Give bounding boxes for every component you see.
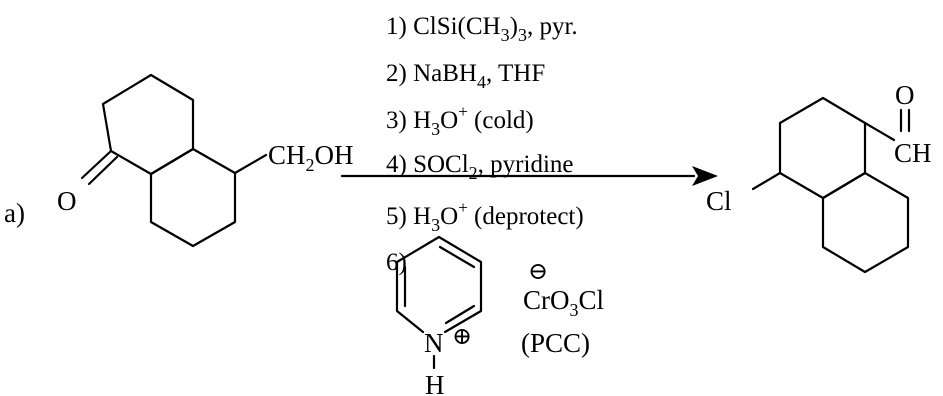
condition-step-number: 2) [386, 60, 413, 87]
pyridinium-double-bond-2 [444, 304, 476, 325]
reactant-right-ring [149, 147, 237, 248]
pyridinium-hydrogen-label: H [425, 370, 445, 396]
product-oxygen-label: O [895, 80, 915, 110]
pcc-abbreviation-label: (PCC) [521, 328, 590, 358]
reactant-oxygen-label: O [57, 186, 77, 216]
product-right-ring [821, 171, 910, 274]
product-structure: Cl O CH [706, 80, 932, 274]
condition-step-number: 5) [386, 203, 413, 230]
pcc-reagent: N ⊕ H ⊖ CrO3Cl (PCC) [395, 235, 604, 396]
condition-step-number: 1) [386, 13, 413, 40]
reactant-side-bond [233, 153, 268, 175]
product-chlorine-label: Cl [706, 186, 732, 216]
condition-step-2: 2) NaBH4, THF [386, 60, 545, 92]
product-ch-label: CH [894, 138, 932, 168]
part-label: a) [4, 198, 25, 228]
condition-step-number: 4) [386, 151, 413, 178]
reaction-arrow-head [692, 166, 718, 186]
condition-step-5: 5) H3O+ (deprotect) [386, 198, 584, 235]
product-chloro-bond [751, 171, 782, 191]
pyridinium-double-bond-1 [438, 245, 476, 269]
product-aldehyde-bond [863, 121, 896, 142]
condition-step-number: 3) [386, 107, 413, 134]
pyridinium-nitrogen-label: N [424, 328, 444, 358]
negative-charge-symbol: ⊖ [528, 259, 548, 285]
product-left-ring [778, 96, 867, 200]
reactant-carbonyl-bond-2 [87, 155, 119, 186]
chlorochromate-label: CrO3Cl [523, 285, 604, 320]
reaction-arrow [340, 166, 718, 186]
reactant-ch2oh-label: CH2OH [268, 140, 354, 175]
condition-step-1: 1) ClSi(CH3)3, pyr. [386, 13, 578, 45]
reactant-left-ring [101, 73, 195, 176]
positive-charge-symbol: ⊕ [452, 324, 472, 350]
reactant-carbonyl-bond-1 [80, 149, 113, 180]
reactant-structure: O CH2OH [57, 73, 354, 248]
condition-step-4: 4) SOCl2, pyridine [386, 151, 574, 183]
condition-step-3: 3) H3O+ (cold) [386, 102, 534, 139]
pyridinium-ring [395, 235, 483, 334]
reaction-conditions: 1) ClSi(CH3)3, pyr. 2) NaBH4, THF 3) H3O+ … [386, 13, 584, 276]
